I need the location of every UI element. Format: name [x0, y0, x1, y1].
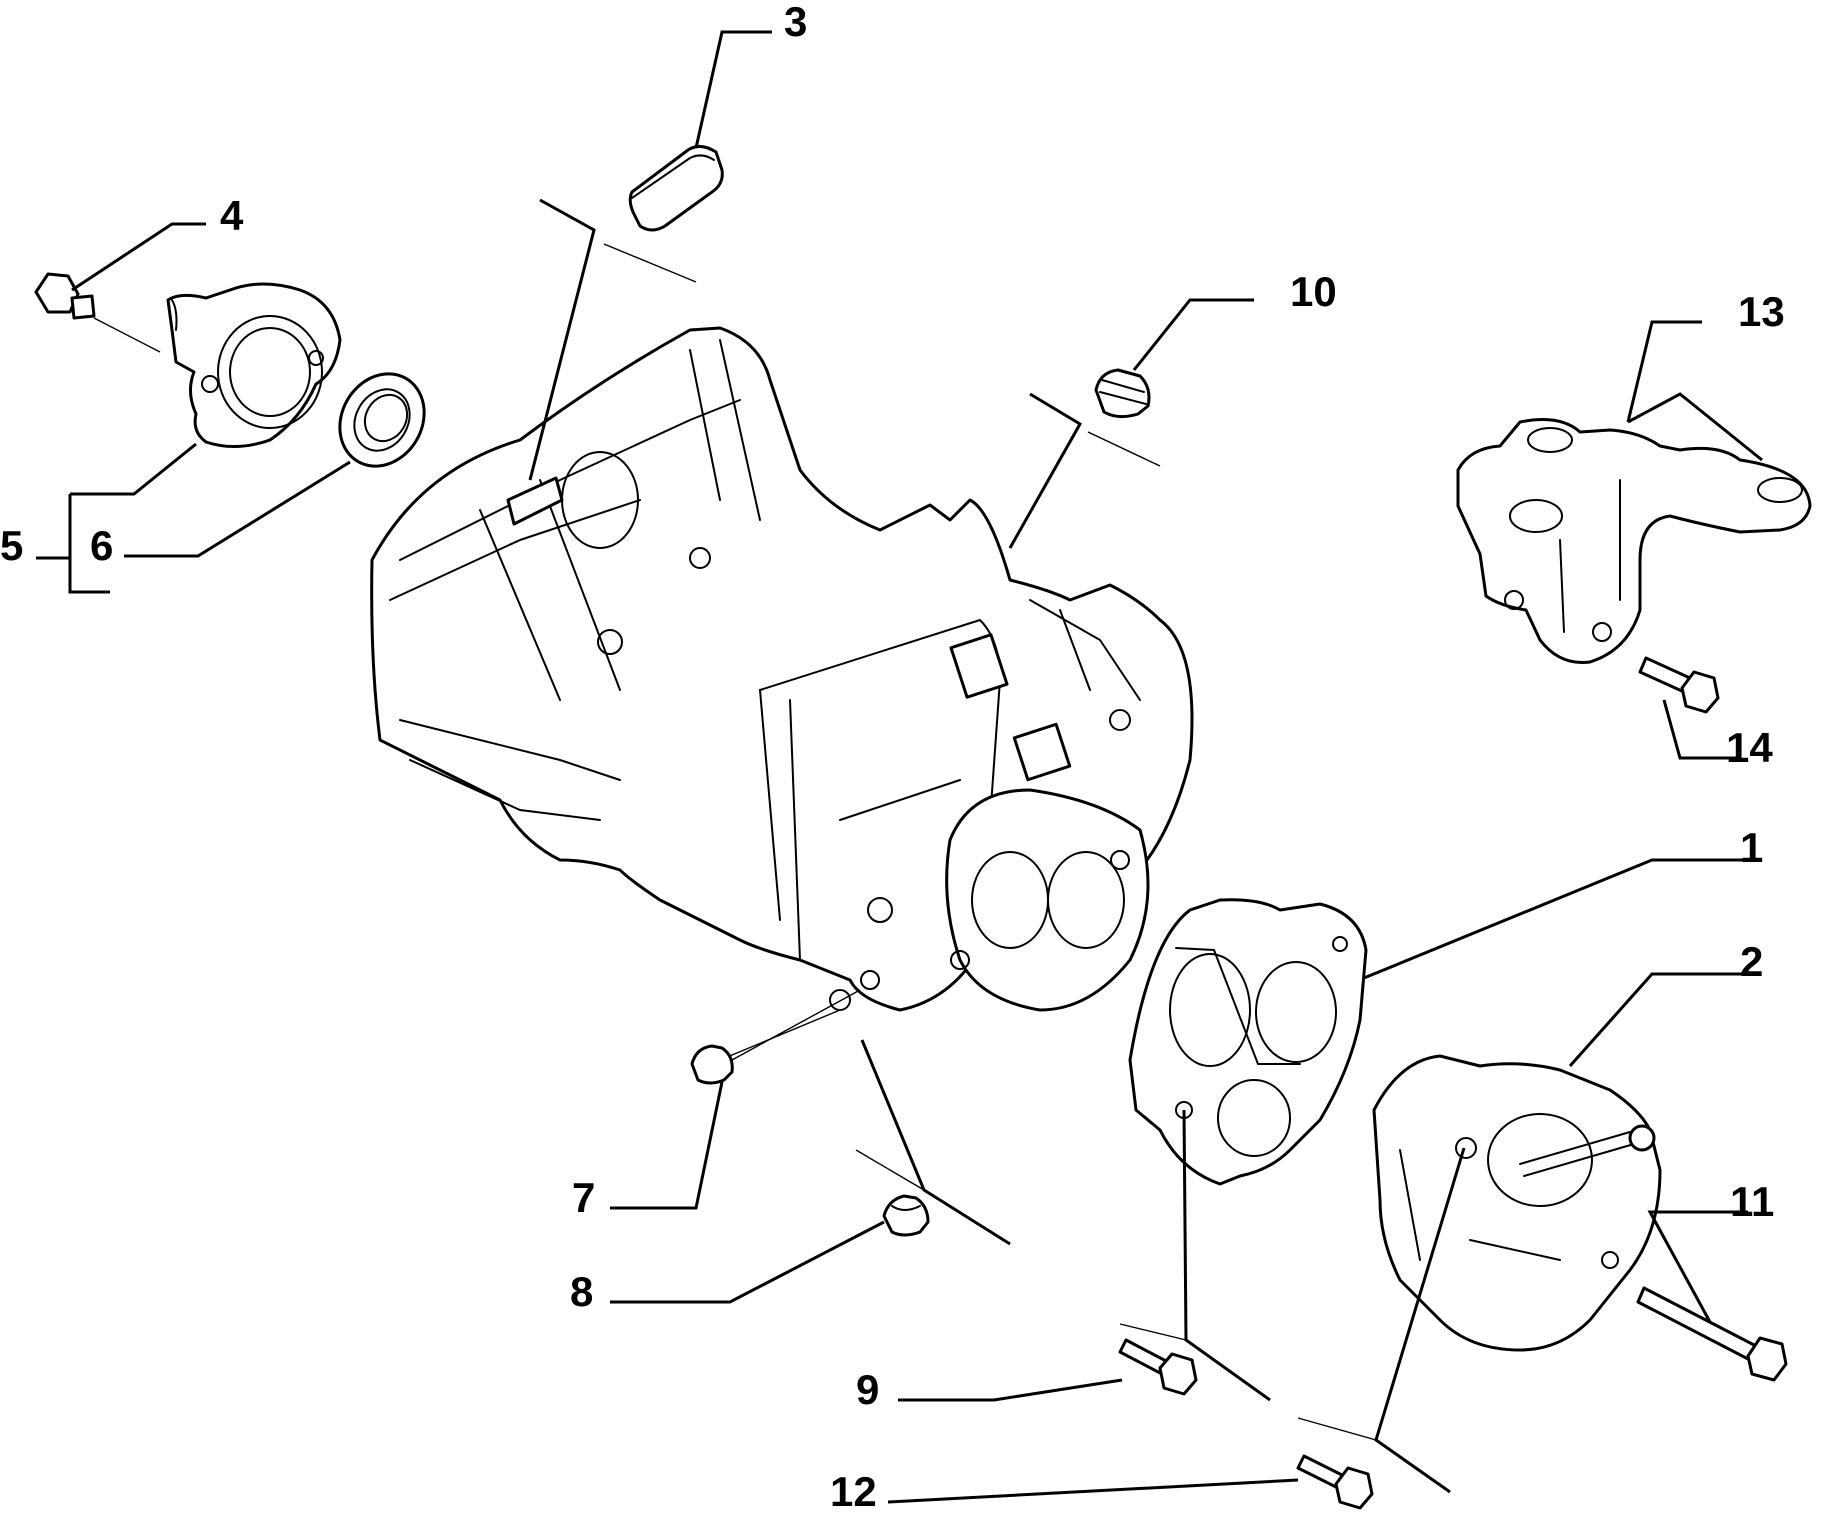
callout-13: 13: [1738, 288, 1785, 335]
leader-14: [1662, 699, 1738, 760]
callout-2: 2: [1740, 938, 1763, 985]
part-10-plug[interactable]: [1094, 368, 1151, 419]
part-9-bolt[interactable]: [1118, 1338, 1198, 1396]
leader-13-bracket: [1627, 392, 1763, 462]
leader-13: [1626, 320, 1702, 423]
leader-lines: [36, 30, 1763, 1504]
callout-labels: 1 2 3 4 5 6 7 8 9 10 11 12 13 14: [0, 0, 1785, 1514]
callout-12: 12: [830, 1468, 877, 1514]
callout-4: 4: [220, 192, 244, 239]
callout-10: 10: [1290, 268, 1337, 315]
part-1-intermediate-cover[interactable]: [1128, 898, 1368, 1186]
leader-10: [1132, 298, 1254, 371]
leader-5: [36, 442, 197, 594]
callout-5: 5: [0, 522, 23, 569]
part-2-end-cover[interactable]: [1372, 1054, 1662, 1352]
part-13-mounting-bracket[interactable]: [1456, 418, 1812, 665]
leader-4: [71, 222, 206, 292]
callout-14: 14: [1726, 724, 1773, 771]
callout-6: 6: [90, 522, 113, 569]
part-14-bolt[interactable]: [1638, 656, 1720, 714]
leader-12: [887, 1478, 1299, 1504]
part-3-cap-plug[interactable]: [628, 145, 724, 232]
leader-6: [124, 460, 351, 558]
callout-9: 9: [856, 1366, 879, 1413]
part-6-oil-seal[interactable]: [323, 358, 440, 481]
gearbox-main-housing: [370, 326, 1194, 1061]
part-5-bearing-housing[interactable]: [166, 282, 342, 449]
leader-9: [898, 1378, 1123, 1402]
callout-7: 7: [572, 1174, 595, 1221]
part-8-plug[interactable]: [882, 1194, 930, 1237]
callout-3: 3: [784, 0, 807, 45]
leader-11: [1647, 1210, 1748, 1323]
leader-7: [610, 1081, 724, 1210]
callout-8: 8: [570, 1268, 593, 1315]
part-11-long-bolt[interactable]: [1636, 1286, 1788, 1382]
leader-1: [1363, 858, 1745, 980]
leader-10-housing: [1008, 392, 1083, 549]
callout-11: 11: [1730, 1178, 1774, 1225]
part-12-bolt[interactable]: [1296, 1454, 1374, 1510]
leader-8: [610, 1220, 885, 1304]
callout-1: 1: [1740, 824, 1763, 871]
leader-3-housing: [528, 198, 596, 481]
part-4-bolt[interactable]: [34, 272, 161, 353]
leader-2: [1568, 972, 1748, 1067]
part-7-plug[interactable]: [690, 989, 861, 1085]
leader-3: [694, 30, 772, 149]
